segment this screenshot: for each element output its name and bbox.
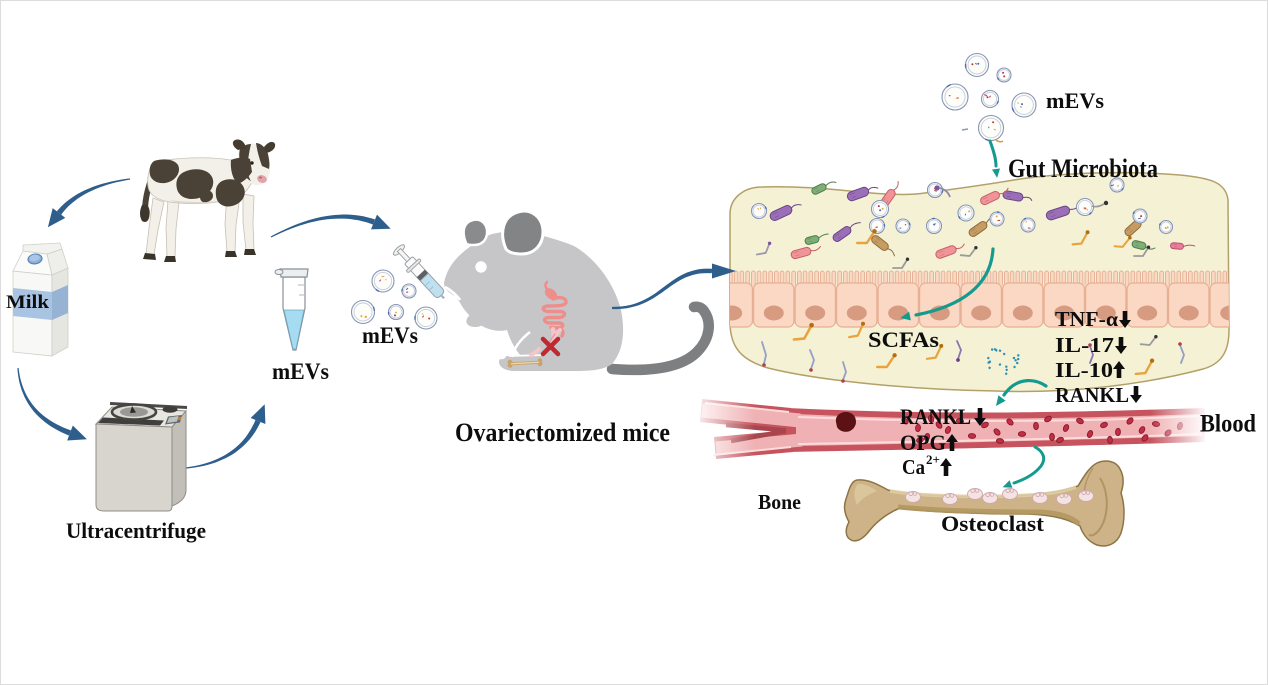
svg-text:mEVs: mEVs <box>272 359 329 384</box>
svg-text:TNF-α: TNF-α <box>1055 307 1118 331</box>
svg-text:Ca: Ca <box>902 455 925 479</box>
svg-text:Milk: Milk <box>6 292 49 313</box>
svg-text:mEVs: mEVs <box>1046 88 1104 113</box>
svg-text:IL-10: IL-10 <box>1055 358 1113 382</box>
svg-text:RANKL: RANKL <box>1055 383 1129 407</box>
svg-text:IL-17: IL-17 <box>1055 333 1114 357</box>
svg-text:RANKL: RANKL <box>900 404 971 429</box>
svg-text:Ovariectomized mice: Ovariectomized mice <box>455 418 670 447</box>
svg-text:Osteoclast: Osteoclast <box>941 511 1045 536</box>
svg-text:mEVs: mEVs <box>362 323 418 348</box>
svg-text:Bone: Bone <box>758 490 801 514</box>
svg-text:OPG: OPG <box>900 430 946 455</box>
svg-text:Blood: Blood <box>1200 411 1256 438</box>
svg-text:Gut Microbiota: Gut Microbiota <box>1008 154 1158 183</box>
svg-text:Ultracentrifuge: Ultracentrifuge <box>66 518 206 543</box>
svg-text:SCFAs: SCFAs <box>868 327 939 352</box>
svg-text:2+: 2+ <box>926 452 940 467</box>
